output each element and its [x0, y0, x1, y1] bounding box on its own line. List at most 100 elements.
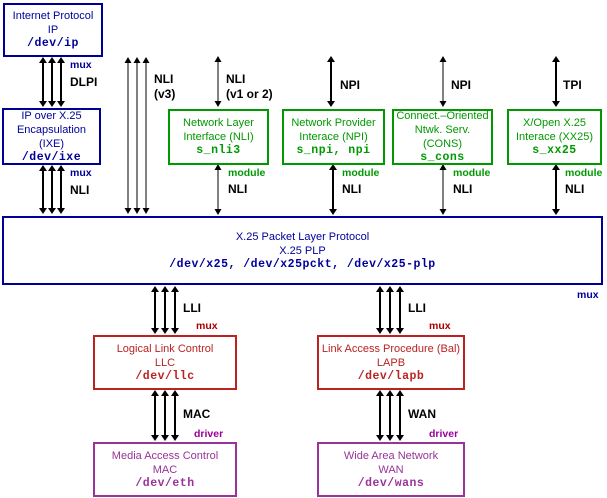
- label-nli-v12-ver: (v1 or 2): [226, 87, 273, 101]
- double-arrow: [48, 57, 56, 107]
- box-title: Media Access Control: [111, 449, 219, 462]
- box-subtitle: IP: [47, 24, 59, 36]
- label-module-cons: module: [453, 167, 491, 179]
- double-arrow: [552, 164, 560, 215]
- box-title: Wide Area Network: [343, 449, 439, 462]
- box-xopen-x25-interface: X/Open X.25 Interace (XX25) s_xx25: [507, 109, 602, 165]
- box-subtitle: LLC: [154, 356, 176, 369]
- double-arrow: [329, 164, 337, 215]
- box-title: X.25 Packet Layer Protocol: [235, 230, 370, 243]
- box-device-path: /dev/ixe: [21, 150, 82, 164]
- label-mux-lapb: mux: [429, 320, 451, 332]
- box-device-path: s_cons: [420, 151, 465, 164]
- double-arrow: [214, 56, 222, 107]
- box-subtitle: Interace (NPI): [299, 131, 368, 143]
- double-arrow: [39, 165, 47, 214]
- label-wan-interface: WAN: [408, 407, 436, 421]
- double-arrow: [57, 165, 65, 214]
- box-x25-packet-layer-protocol: X.25 Packet Layer Protocol X.25 PLP /dev…: [2, 216, 603, 285]
- box-subtitle: Ntwk. Serv. (CONS): [414, 124, 471, 150]
- box-subtitle: Interface (NLI): [183, 131, 254, 143]
- double-arrow: [57, 57, 65, 107]
- box-subtitle: MAC: [152, 463, 178, 476]
- box-device-path: s_npi, npi: [296, 144, 371, 157]
- box-device-path: /dev/lapb: [357, 369, 425, 383]
- double-arrow: [151, 390, 159, 441]
- label-tpi: TPI: [563, 78, 582, 92]
- double-arrow: [386, 286, 394, 334]
- double-arrow: [171, 286, 179, 334]
- box-wide-area-network: Wide Area Network WAN /dev/wans: [317, 442, 465, 497]
- box-device-path: /dev/eth: [135, 476, 195, 490]
- double-arrow: [396, 390, 404, 441]
- box-subtitle: Interace (XX25): [515, 131, 594, 143]
- double-arrow: [171, 390, 179, 441]
- label-nli-v3-ver: (v3): [154, 87, 176, 101]
- label-lli-llc: LLI: [183, 301, 201, 315]
- box-device-path: /dev/x25, /dev/x25pckt, /dev/x25-plp: [169, 257, 436, 271]
- box-connection-oriented-network-service: Connect.–Oriented Ntwk. Serv. (CONS) s_c…: [392, 109, 493, 165]
- double-arrow: [376, 286, 384, 334]
- box-title: Network Layer: [183, 117, 254, 129]
- label-mac-interface: MAC: [183, 407, 211, 421]
- label-mux-llc: mux: [196, 320, 218, 332]
- box-device-path: s_nli3: [196, 144, 241, 157]
- box-title: Link Access Procedure (Bal): [321, 342, 461, 355]
- label-npi-cons: NPI: [451, 78, 472, 92]
- box-subtitle: Encapsulation (IXE): [16, 123, 87, 150]
- box-title: Connect.–Oriented: [396, 110, 489, 122]
- double-arrow: [124, 57, 132, 214]
- box-device-path: /dev/llc: [135, 369, 195, 383]
- label-dlpi: DLPI: [70, 75, 98, 89]
- label-mux-ixe-plp: mux: [70, 167, 92, 179]
- label-module-npi: module: [342, 167, 380, 179]
- double-arrow: [552, 56, 560, 107]
- box-subtitle: WAN: [378, 463, 404, 476]
- double-arrow: [386, 390, 394, 441]
- label-npi-top: NPI: [340, 78, 361, 92]
- box-ip-over-x25-encapsulation: IP over X.25 Encapsulation (IXE) /dev/ix…: [2, 108, 101, 165]
- double-arrow: [376, 390, 384, 441]
- label-nli-below-nli: NLI: [228, 182, 248, 196]
- box-network-layer-interface: Network Layer Interface (NLI) s_nli3: [168, 109, 269, 165]
- box-device-path: s_xx25: [532, 144, 577, 157]
- box-link-access-procedure: Link Access Procedure (Bal) LAPB /dev/la…: [317, 335, 465, 390]
- box-title: Internet Protocol: [12, 10, 94, 22]
- double-arrow: [439, 164, 447, 215]
- label-nli-v3: NLI: [154, 72, 174, 86]
- double-arrow: [327, 56, 335, 107]
- double-arrow: [142, 57, 150, 214]
- double-arrow: [48, 165, 56, 214]
- box-title: IP over X.25: [21, 109, 82, 122]
- label-mux-plp: mux: [577, 289, 599, 301]
- box-internet-protocol: Internet Protocol IP /dev/ip: [3, 3, 103, 57]
- label-nli-below-npi: NLI: [342, 182, 362, 196]
- box-logical-link-control: Logical Link Control LLC /dev/llc: [93, 335, 237, 390]
- box-title: Network Provider: [291, 117, 376, 129]
- double-arrow: [133, 57, 141, 214]
- label-driver-wan: driver: [429, 428, 459, 440]
- box-subtitle: LAPB: [376, 356, 406, 369]
- box-media-access-control: Media Access Control MAC /dev/eth: [93, 442, 237, 497]
- double-arrow: [214, 164, 222, 215]
- label-nli-below-cons: NLI: [453, 182, 473, 196]
- label-driver-mac: driver: [194, 428, 224, 440]
- label-module-nli: module: [228, 167, 266, 179]
- double-arrow: [39, 57, 47, 107]
- label-module-xx25: module: [565, 167, 603, 179]
- double-arrow: [151, 286, 159, 334]
- box-subtitle: X.25 PLP: [279, 244, 326, 257]
- label-nli-v12: NLI: [226, 72, 246, 86]
- double-arrow: [439, 56, 447, 107]
- box-network-provider-interface: Network Provider Interace (NPI) s_npi, n…: [282, 109, 385, 165]
- box-title: Logical Link Control: [116, 342, 214, 355]
- label-lli-lapb: LLI: [408, 301, 426, 315]
- double-arrow: [396, 286, 404, 334]
- label-nli-below-xx25: NLI: [565, 182, 585, 196]
- label-nli-ixe-plp: NLI: [70, 183, 90, 197]
- label-mux-ip-ixe: mux: [70, 59, 92, 71]
- box-device-path: /dev/wans: [357, 476, 425, 490]
- double-arrow: [161, 390, 169, 441]
